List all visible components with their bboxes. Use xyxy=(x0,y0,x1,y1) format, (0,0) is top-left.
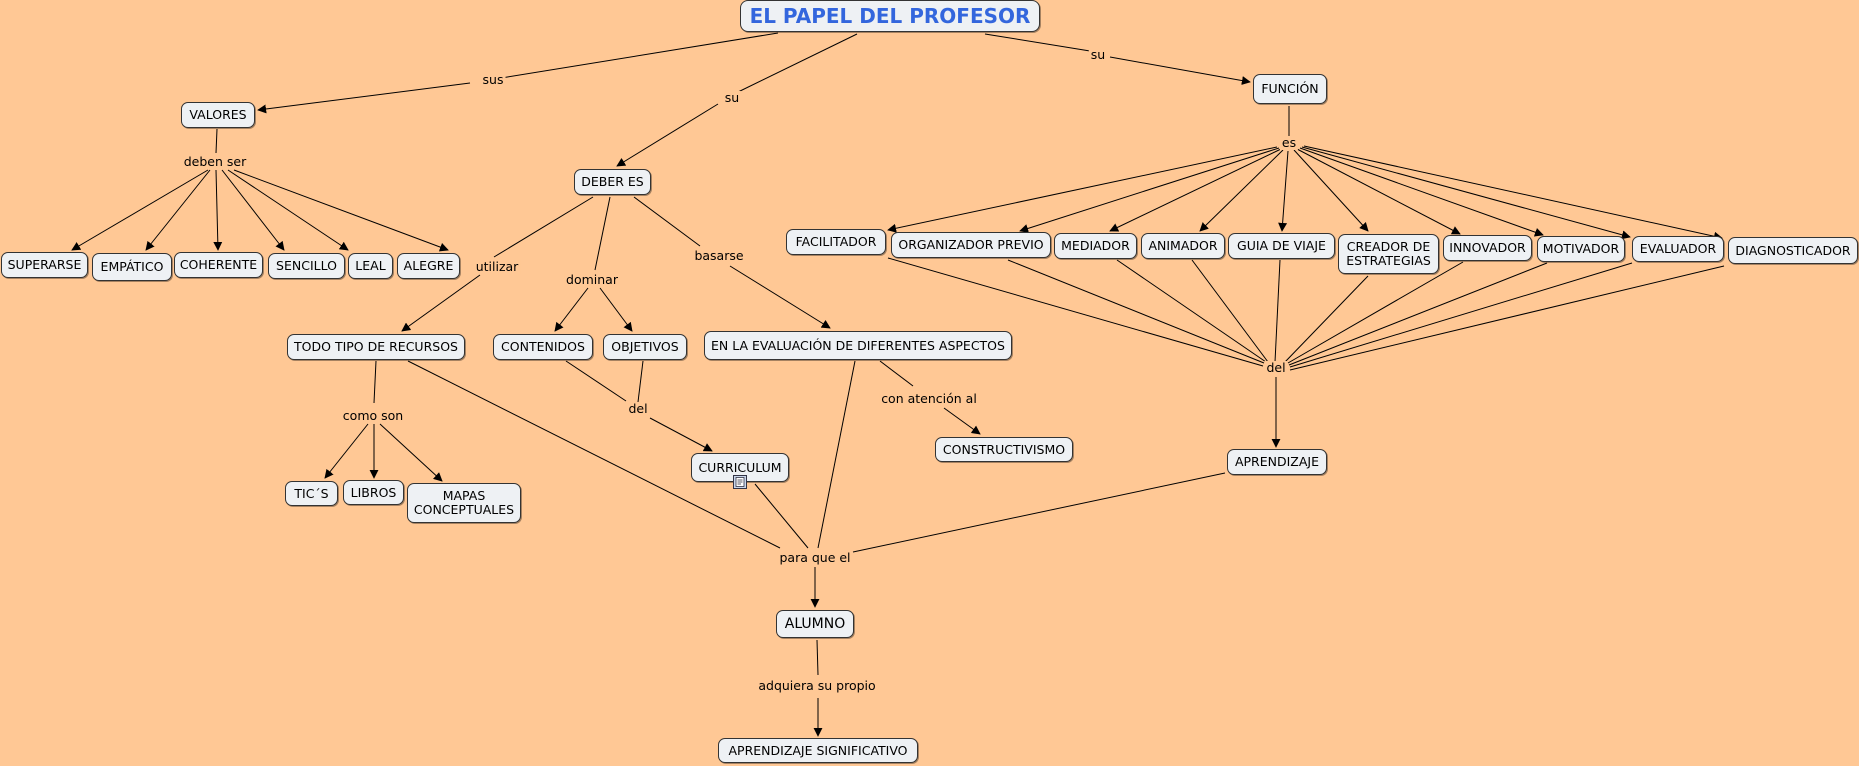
concept-mapas-conceptuales[interactable]: MAPAS CONCEPTUALES xyxy=(407,483,521,523)
link-label-del-funcion: del xyxy=(1264,360,1288,375)
concept-title[interactable]: EL PAPEL DEL PROFESOR xyxy=(740,0,1040,32)
link-label-dominar: dominar xyxy=(564,272,620,287)
link-label-sus: sus xyxy=(480,72,506,87)
link-label-adquiera: adquiera su propio xyxy=(756,678,878,693)
concept-empatico[interactable]: EMPÁTICO xyxy=(92,253,172,281)
concept-mediador[interactable]: MEDIADOR xyxy=(1054,233,1137,259)
concept-diagnosticador[interactable]: DIAGNOSTICADOR xyxy=(1728,237,1858,264)
concept-deber-es[interactable]: DEBER ES xyxy=(574,169,651,195)
concept-innovador[interactable]: INNOVADOR xyxy=(1443,235,1532,261)
link-label-como-son: como son xyxy=(340,408,406,423)
document-icon[interactable] xyxy=(733,475,747,489)
link-label-para-que: para que el xyxy=(777,550,853,565)
concept-todo-tipo-recursos[interactable]: TODO TIPO DE RECURSOS xyxy=(287,334,465,360)
concept-alegre[interactable]: ALEGRE xyxy=(397,253,460,279)
concept-libros[interactable]: LIBROS xyxy=(343,480,404,505)
concept-leal[interactable]: LEAL xyxy=(348,253,393,279)
concept-guia-de-viaje[interactable]: GUIA DE VIAJE xyxy=(1228,233,1335,259)
link-label-del-curriculum: del xyxy=(626,401,650,416)
concept-alumno[interactable]: ALUMNO xyxy=(776,610,854,638)
concept-aprendizaje[interactable]: APRENDIZAJE xyxy=(1227,449,1327,475)
link-label-utilizar: utilizar xyxy=(473,259,521,274)
concept-coherente[interactable]: COHERENTE xyxy=(174,252,263,278)
link-label-es: es xyxy=(1279,135,1299,150)
concept-evaluacion[interactable]: EN LA EVALUACIÓN DE DIFERENTES ASPECTOS xyxy=(704,331,1012,360)
link-label-con-atencion: con atención al xyxy=(879,391,979,406)
concept-facilitador[interactable]: FACILITADOR xyxy=(786,229,886,255)
link-label-su-deber: su xyxy=(722,90,742,105)
concept-tics[interactable]: TIC´S xyxy=(285,481,338,506)
concept-animador[interactable]: ANIMADOR xyxy=(1141,233,1225,259)
concept-objetivos[interactable]: OBJETIVOS xyxy=(603,334,687,360)
concept-constructivismo[interactable]: CONSTRUCTIVISMO xyxy=(935,437,1073,462)
concept-evaluador[interactable]: EVALUADOR xyxy=(1632,236,1724,262)
concept-creador-estrategias[interactable]: CREADOR DE ESTRATEGIAS xyxy=(1338,234,1439,274)
concept-motivador[interactable]: MOTIVADOR xyxy=(1537,236,1625,262)
concept-valores[interactable]: VALORES xyxy=(181,102,255,128)
link-label-basarse: basarse xyxy=(692,248,746,263)
concept-aprendizaje-significativo[interactable]: APRENDIZAJE SIGNIFICATIVO xyxy=(718,738,918,763)
concept-superarse[interactable]: SUPERARSE xyxy=(1,252,88,278)
concept-funcion[interactable]: FUNCIÓN xyxy=(1253,74,1327,104)
concept-organizador-previo[interactable]: ORGANIZADOR PREVIO xyxy=(891,232,1051,258)
concept-contenidos[interactable]: CONTENIDOS xyxy=(493,334,593,360)
link-label-deben-ser: deben ser xyxy=(181,154,249,169)
link-label-su-funcion: su xyxy=(1088,47,1108,62)
concept-sencillo[interactable]: SENCILLO xyxy=(268,253,345,279)
